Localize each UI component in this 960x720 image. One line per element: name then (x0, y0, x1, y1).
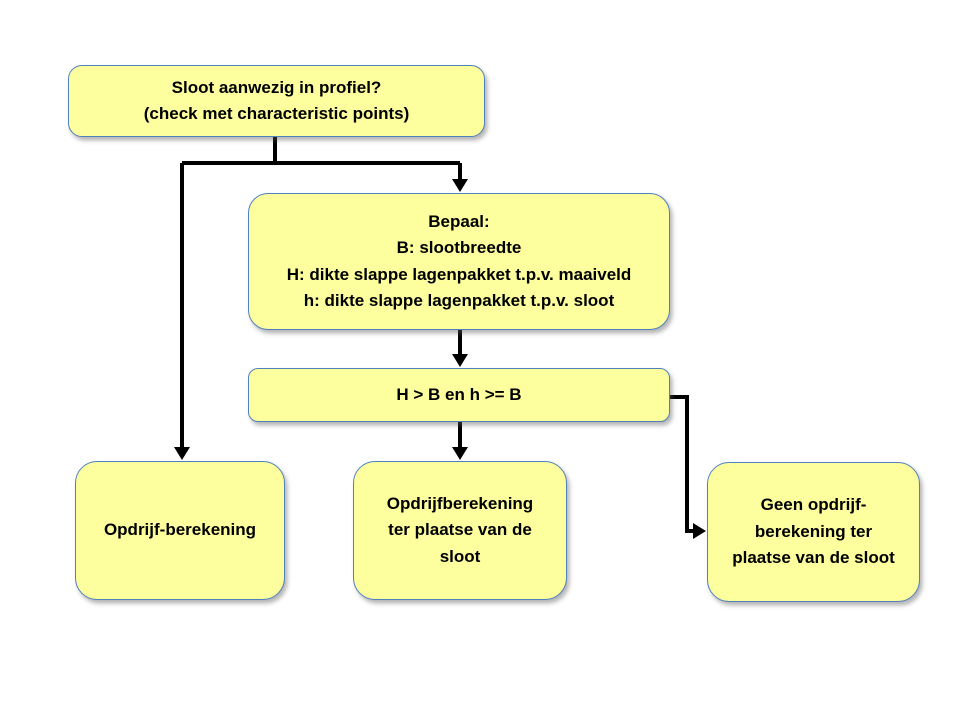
connector-condition-to-right (670, 395, 694, 533)
node-opdrijf-berekening: Opdrijf-berekening (75, 461, 285, 600)
node-geen-opdrijfberekening-label: Geen opdrijf- berekening ter plaatse van… (732, 495, 895, 568)
node-sloot-aanwezig: Sloot aanwezig in profiel? (check met ch… (68, 65, 485, 137)
arrowhead-to-right (693, 523, 706, 539)
node-opdrijf-berekening-label: Opdrijf-berekening (103, 520, 257, 540)
arrowhead-to-bepaal (452, 179, 468, 192)
arrowhead-to-left (174, 447, 190, 460)
arrowhead-to-middle (452, 447, 468, 460)
node-sloot-aanwezig-label: Sloot aanwezig in profiel? (check met ch… (143, 77, 410, 123)
arrowhead-to-condition (452, 354, 468, 367)
connector-start-branch (182, 137, 460, 165)
node-bepaal-label: Bepaal: B: slootbreedte H: dikte slappe … (286, 211, 632, 310)
node-opdrijfberekening-sloot-label: Opdrijfberekening ter plaatse van de slo… (386, 493, 534, 566)
node-condition-label: H > B en h >= B (396, 384, 522, 404)
node-condition: H > B en h >= B (248, 368, 670, 422)
node-bepaal: Bepaal: B: slootbreedte H: dikte slappe … (248, 193, 670, 330)
node-opdrijfberekening-sloot: Opdrijfberekening ter plaatse van de slo… (353, 461, 567, 600)
node-geen-opdrijfberekening: Geen opdrijf- berekening ter plaatse van… (707, 462, 920, 602)
